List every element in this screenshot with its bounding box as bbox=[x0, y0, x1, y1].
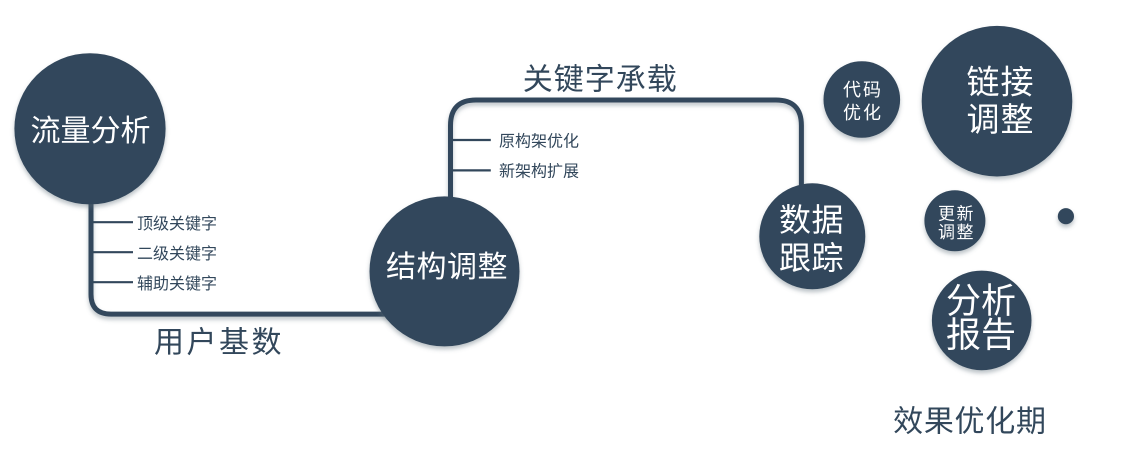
svg-text:效果优化期: 效果优化期 bbox=[893, 405, 1047, 438]
svg-text:顶级关键字: 顶级关键字 bbox=[137, 215, 217, 233]
svg-text:更新: 更新 bbox=[938, 205, 975, 224]
svg-text:原构架优化: 原构架优化 bbox=[499, 133, 579, 151]
svg-text:数据: 数据 bbox=[779, 202, 844, 238]
svg-text:流量分析: 流量分析 bbox=[31, 115, 151, 148]
svg-text:关键字承载: 关键字承载 bbox=[523, 64, 678, 97]
svg-text:用户基数: 用户基数 bbox=[154, 327, 284, 360]
svg-text:二级关键字: 二级关键字 bbox=[137, 245, 217, 263]
svg-text:跟踪: 跟踪 bbox=[779, 240, 844, 276]
svg-text:调整: 调整 bbox=[938, 223, 975, 242]
svg-text:优化: 优化 bbox=[843, 103, 883, 123]
svg-text:代码: 代码 bbox=[843, 80, 883, 100]
svg-text:新架构扩展: 新架构扩展 bbox=[499, 163, 579, 181]
svg-text:报告: 报告 bbox=[946, 316, 1016, 355]
svg-text:链接: 链接 bbox=[967, 64, 1035, 101]
svg-text:调整: 调整 bbox=[967, 101, 1035, 138]
svg-text:辅助关键字: 辅助关键字 bbox=[137, 275, 217, 293]
svg-text:结构调整: 结构调整 bbox=[386, 251, 508, 284]
svg-text:分析: 分析 bbox=[946, 282, 1016, 321]
